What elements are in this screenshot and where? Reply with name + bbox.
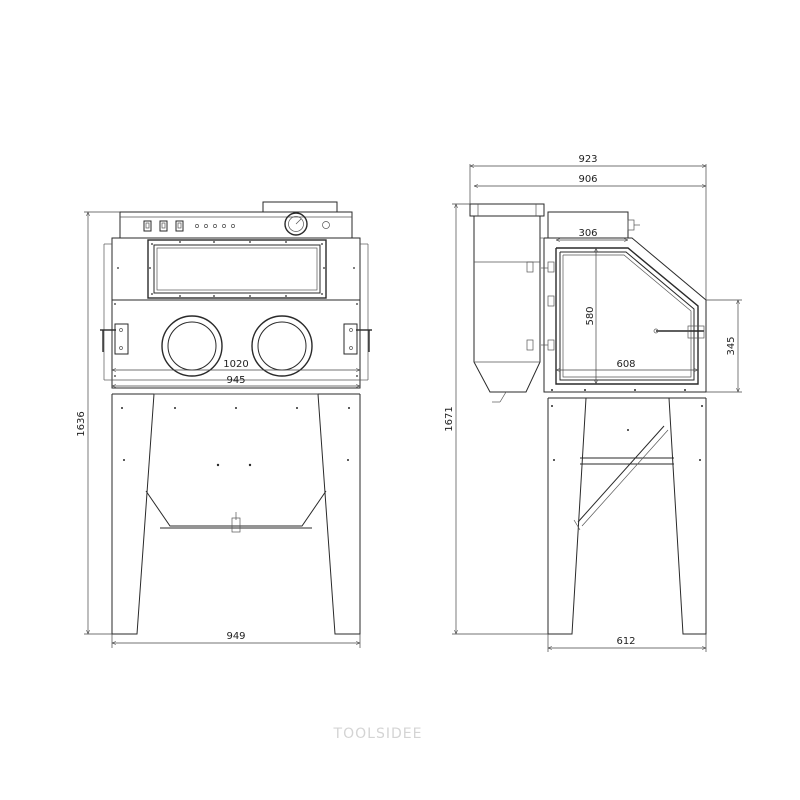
switch-2 xyxy=(159,220,168,232)
dim-label-front-height: 1636 xyxy=(76,411,87,436)
front-stand xyxy=(111,387,361,635)
side-hopper xyxy=(469,203,545,403)
dim-label-base-width: 949 xyxy=(226,631,245,642)
dim-cabinet-width: 945 xyxy=(112,375,360,386)
dim-window-height: 580 xyxy=(585,248,596,384)
control-panel xyxy=(119,201,353,239)
dim-label-slope-height: 345 xyxy=(726,336,737,355)
switch-1 xyxy=(143,220,152,232)
dim-label-window-height: 580 xyxy=(585,306,596,325)
dim-base-depth: 612 xyxy=(547,634,707,652)
dim-total-depth: 923 xyxy=(469,154,707,300)
dim-label-total-depth: 923 xyxy=(578,154,597,165)
side-cabinet xyxy=(540,211,707,393)
glove-port-left xyxy=(161,315,223,377)
hopper-latch xyxy=(231,517,241,533)
viewing-window xyxy=(147,239,327,299)
dim-label-cabinet-depth: 906 xyxy=(578,174,597,185)
switch-3 xyxy=(175,220,184,232)
dim-label-top-segment: 306 xyxy=(578,228,597,239)
side-view: 923 906 306 580 608 345 xyxy=(444,154,742,652)
front-view: 1636 1020 945 949 xyxy=(76,201,372,648)
cabinet-body xyxy=(100,237,372,389)
dim-label-base-depth: 612 xyxy=(616,636,635,647)
dim-cabinet-depth: 906 xyxy=(474,174,706,186)
dim-front-height: 1636 xyxy=(76,211,120,635)
glove-port-right xyxy=(251,315,313,377)
dim-slope-height: 345 xyxy=(706,299,742,393)
dim-side-height: 1671 xyxy=(444,203,548,635)
dim-base-width: 949 xyxy=(111,631,361,648)
side-stand xyxy=(547,391,707,635)
dim-window-width: 608 xyxy=(556,359,698,370)
watermark: TOOLSIDEE xyxy=(333,726,423,742)
dim-top-segment: 306 xyxy=(556,228,628,240)
handle-right xyxy=(343,323,372,355)
dim-label-window-width: 608 xyxy=(616,359,635,370)
dim-label-side-height: 1671 xyxy=(444,406,455,431)
handle-left xyxy=(100,323,129,355)
pressure-gauge xyxy=(284,212,308,236)
dim-label-cabinet-width: 945 xyxy=(226,375,245,386)
dim-inner-width: 1020 xyxy=(112,359,360,370)
dim-label-inner-width: 1020 xyxy=(223,359,248,370)
